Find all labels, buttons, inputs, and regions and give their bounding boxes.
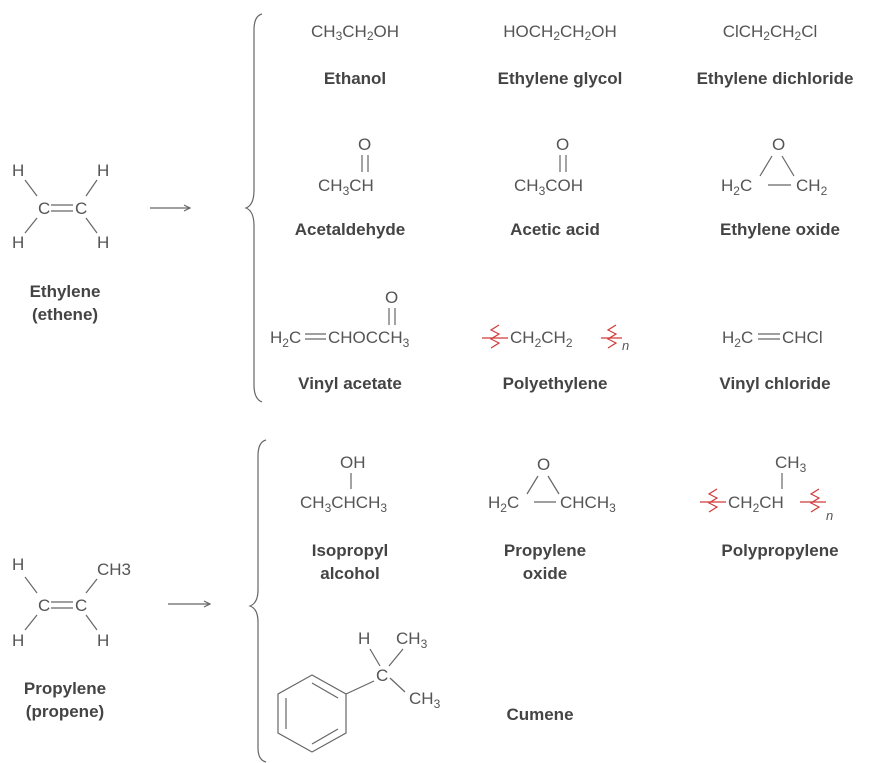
- polymer-subscript-n: n: [622, 338, 629, 353]
- atom-h: H: [12, 555, 24, 574]
- acetic-acid-structure: O CH3COH: [514, 135, 583, 198]
- isopropyl-alcohol-structure: OH CH3CHCH3: [300, 453, 387, 515]
- atom-oh: OH: [340, 453, 366, 472]
- atom-h: H: [97, 161, 109, 180]
- polyethylene-structure: CH2CH2 n: [482, 324, 629, 353]
- polyethylene-formula: CH2CH2: [510, 328, 573, 350]
- acetaldehyde-structure: O CH3CH: [318, 135, 374, 198]
- vinyl-chloride-formula: H2C: [722, 328, 753, 350]
- atom-c: C: [75, 199, 87, 218]
- vinyl-chloride-label: Vinyl chloride: [719, 374, 831, 393]
- acetic-acid-formula: CH3COH: [514, 176, 583, 198]
- cumene-methyl-top: CH3: [396, 629, 428, 651]
- ethylene-reaction-arrow: [150, 204, 192, 212]
- atom-h: H: [12, 631, 24, 650]
- atom-c: C: [75, 596, 87, 615]
- ethylene-oxide-formula: H2C: [721, 176, 752, 198]
- vinyl-chloride-structure: H2C CHCl: [722, 328, 823, 350]
- ethanol-formula: CH3CH2OH: [311, 22, 399, 43]
- vinyl-acetate-formula-right: CHOCCH3: [328, 328, 410, 350]
- propylene-oxide-label-line1: Propylene: [503, 541, 587, 560]
- propylene-oxide-formula: H2C: [488, 493, 519, 515]
- atom-ch3: CH3: [97, 560, 131, 579]
- ethylene-glycol-label: Ethylene glycol: [497, 69, 623, 88]
- ethylene-structure: H H H H C C: [12, 161, 109, 252]
- vinyl-acetate-label: Vinyl acetate: [298, 374, 402, 393]
- atom-h: H: [12, 161, 24, 180]
- vinyl-acetate-formula: H2C: [270, 328, 301, 350]
- atom-h: H: [12, 233, 24, 252]
- acetaldehyde-formula: CH3CH: [318, 176, 374, 198]
- acetaldehyde-label: Acetaldehyde: [294, 220, 406, 239]
- cumene-structure: C H CH3 CH3: [277, 629, 441, 753]
- ethylene-dichloride-label: Ethylene dichloride: [696, 69, 854, 88]
- propene-label: (propene): [25, 702, 105, 721]
- ethanol-label: Ethanol: [323, 69, 387, 88]
- atom-h: H: [97, 631, 109, 650]
- ethylene-oxide-label: Ethylene oxide: [720, 220, 840, 239]
- acetic-acid-label: Acetic acid: [510, 220, 600, 239]
- propylene-label: Propylene: [23, 679, 107, 698]
- isopropyl-alcohol-label-line2: alcohol: [320, 564, 380, 583]
- atom-o: O: [556, 135, 569, 154]
- atom-c: C: [376, 666, 388, 685]
- atom-o: O: [358, 135, 371, 154]
- vinyl-acetate-structure: O H2C CHOCCH3: [270, 288, 410, 350]
- propylene-oxide-formula-right: CHCH3: [560, 493, 616, 515]
- polypropylene-formula: CH2CH: [728, 493, 784, 515]
- atom-o: O: [385, 288, 398, 307]
- ethene-label: (ethene): [31, 305, 99, 324]
- atom-c: C: [38, 199, 50, 218]
- polypropylene-methyl: CH3: [775, 453, 807, 475]
- isopropyl-alcohol-formula: CH3CHCH3: [300, 493, 387, 515]
- cumene-methyl-bottom: CH3: [409, 689, 441, 711]
- isopropyl-alcohol-label-line1: Isopropyl: [311, 541, 389, 560]
- propylene-structure: H CH3 H H C C: [12, 555, 131, 650]
- atom-c: C: [38, 596, 50, 615]
- polymer-subscript-n: n: [826, 508, 833, 523]
- ethylene-glycol-formula: HOCH2CH2OH: [503, 22, 617, 43]
- ethylene-oxide-structure: O H2C CH2: [721, 135, 828, 198]
- propylene-oxide-structure: O H2C CHCH3: [488, 455, 616, 515]
- polyethylene-label: Polyethylene: [502, 374, 608, 393]
- polypropylene-structure: CH3 CH2CH n: [700, 453, 833, 523]
- atom-h: H: [358, 629, 370, 648]
- propylene-oxide-label-line2: oxide: [522, 564, 568, 583]
- ethylene-products-brace: [244, 13, 263, 403]
- ethylene-label: Ethylene: [29, 282, 101, 301]
- atom-o: O: [537, 455, 550, 474]
- propylene-products-brace: [248, 439, 267, 763]
- cumene-label: Cumene: [506, 705, 574, 724]
- ethylene-dichloride-formula: ClCH2CH2Cl: [722, 22, 818, 43]
- propylene-reaction-arrow: [168, 600, 212, 608]
- polypropylene-label: Polypropylene: [721, 541, 839, 560]
- atom-o: O: [772, 135, 785, 154]
- ethylene-oxide-formula-right: CH2: [796, 176, 828, 198]
- atom-h: H: [97, 233, 109, 252]
- vinyl-chloride-formula-right: CHCl: [782, 328, 823, 347]
